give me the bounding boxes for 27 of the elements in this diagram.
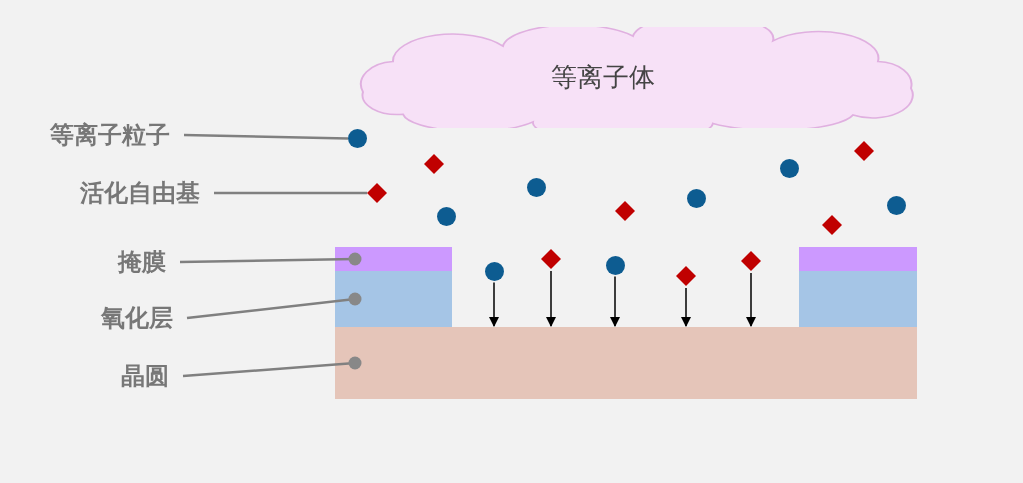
oxide-layer bbox=[799, 271, 917, 327]
part-label: 晶圆 bbox=[60, 360, 169, 392]
radical-marker bbox=[741, 251, 761, 271]
oxide-layer bbox=[335, 271, 452, 327]
part-label: 等离子粒子 bbox=[10, 119, 170, 151]
mask-layer bbox=[335, 247, 452, 271]
plasma-particle bbox=[484, 261, 504, 281]
radical-marker bbox=[615, 201, 635, 221]
plasma-particle bbox=[348, 129, 367, 148]
mask-layer bbox=[799, 247, 917, 271]
radical-marker bbox=[822, 215, 842, 235]
radical-marker bbox=[424, 154, 444, 174]
wafer-layer bbox=[335, 327, 917, 399]
radical-marker bbox=[541, 249, 561, 269]
radical-marker bbox=[676, 266, 696, 286]
plasma-particle bbox=[886, 195, 906, 215]
plasma-particle bbox=[436, 206, 456, 226]
plasma-particle bbox=[779, 158, 799, 178]
part-label: 氧化层 bbox=[60, 302, 173, 334]
part-label: 活化自由基 bbox=[40, 177, 200, 209]
part-label: 掩膜 bbox=[60, 246, 166, 278]
plasma-particle bbox=[605, 255, 625, 275]
plasma-particle bbox=[686, 188, 706, 208]
cloud-label: 等离子体 bbox=[551, 61, 655, 94]
radical-marker bbox=[854, 141, 874, 161]
plasma-particle bbox=[526, 177, 546, 197]
radical-marker bbox=[367, 183, 387, 203]
